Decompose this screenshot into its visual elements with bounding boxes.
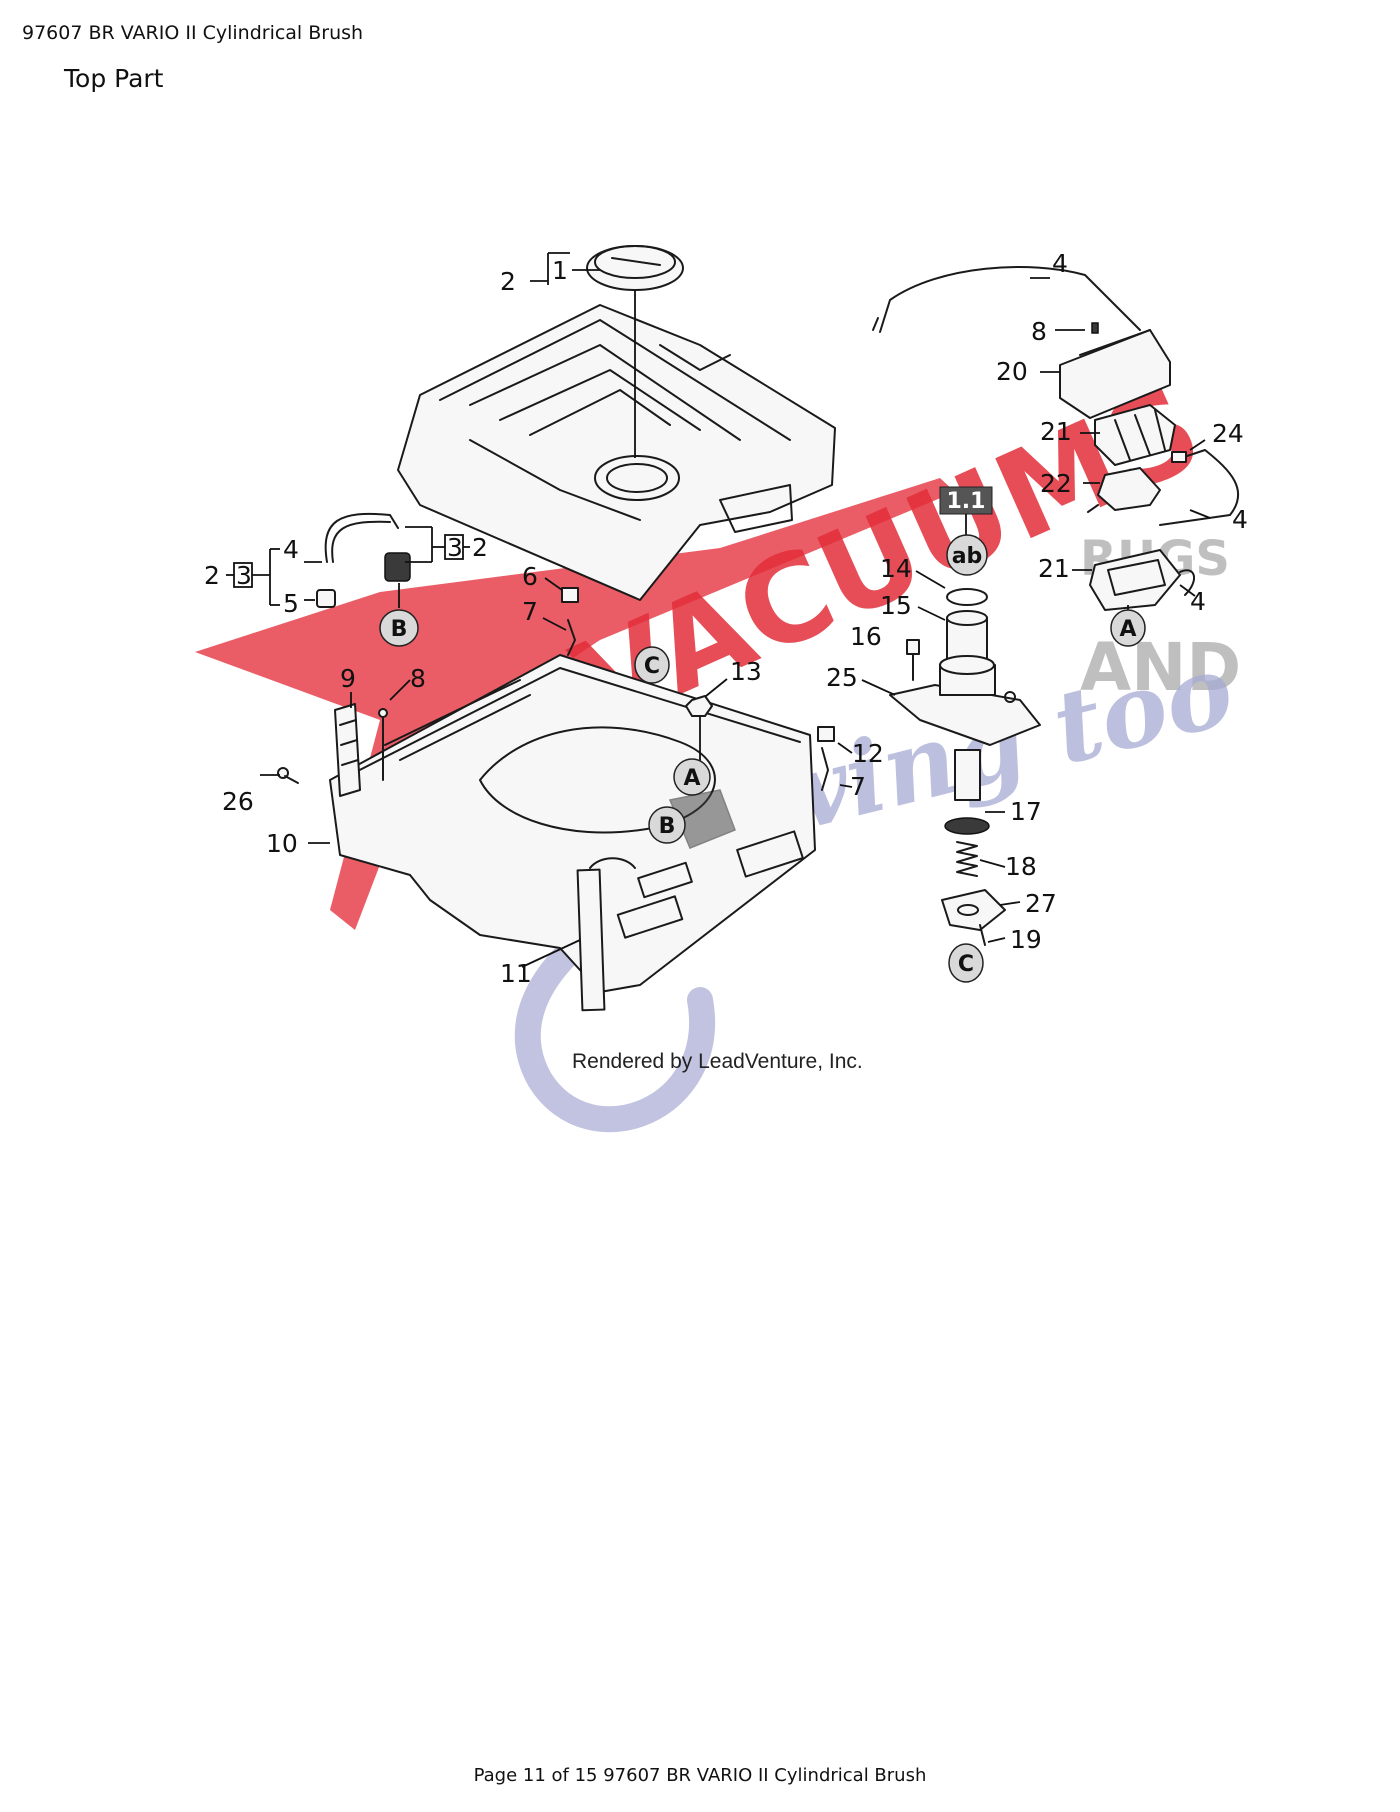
screw-part-19 xyxy=(979,924,986,946)
hose-part-24 xyxy=(1159,449,1240,526)
clip-part-12 xyxy=(817,726,835,791)
callout-21-bottom: 21 xyxy=(1038,554,1070,583)
callout-20: 20 xyxy=(996,357,1028,386)
plate-part-27 xyxy=(941,889,1006,931)
screw-part-16 xyxy=(906,639,920,681)
housing-part-10 xyxy=(329,654,816,993)
callout-15: 15 xyxy=(880,591,912,620)
callout-7-left: 7 xyxy=(522,597,538,626)
svg-text:C: C xyxy=(958,952,974,977)
callout-3-right: 3 xyxy=(447,533,463,562)
callout-18: 18 xyxy=(1005,852,1037,881)
callout-17: 17 xyxy=(1010,797,1042,826)
hose-part-4-top xyxy=(872,266,1141,333)
callout-1: 1 xyxy=(552,256,568,285)
callout-14: 14 xyxy=(880,554,912,583)
marker-a-right: A xyxy=(1110,605,1146,647)
shaft-part-17 xyxy=(944,749,990,835)
marker-c-bottom: C xyxy=(948,943,984,983)
control-box-part-20 xyxy=(1059,322,1171,419)
callout-4-lower-right: 4 xyxy=(1190,587,1206,616)
callout-4-left: 4 xyxy=(283,535,299,564)
o-ring-part-14 xyxy=(946,588,988,606)
leader-lines xyxy=(226,252,1211,968)
marker-b-left: B xyxy=(379,609,419,647)
callout-21-top: 21 xyxy=(1040,417,1072,446)
hose-assembly-left xyxy=(316,512,411,608)
callout-11: 11 xyxy=(500,959,532,988)
callout-22: 22 xyxy=(1040,469,1072,498)
callout-8-top: 8 xyxy=(1031,317,1047,346)
svg-text:B: B xyxy=(659,814,676,839)
svg-text:A: A xyxy=(1119,617,1136,642)
callout-2-top: 2 xyxy=(500,267,516,296)
callout-26: 26 xyxy=(222,787,254,816)
svg-text:B: B xyxy=(391,617,408,642)
bracket-part-25 xyxy=(889,655,1041,746)
cap-part-1 xyxy=(586,245,684,458)
callout-4-right: 4 xyxy=(1232,505,1248,534)
document-title: 97607 BR VARIO II Cylindrical Brush xyxy=(22,22,364,44)
section-title: Top Part xyxy=(64,64,164,93)
watermark-brand-and: AND xyxy=(1080,629,1241,706)
callout-2-left: 2 xyxy=(204,561,220,590)
ref-box-1-1: 1.1 xyxy=(939,486,993,535)
callout-6: 6 xyxy=(522,562,538,591)
spring-part-18 xyxy=(956,841,978,877)
clip-part-6 xyxy=(561,587,579,656)
callout-19: 19 xyxy=(1010,925,1042,954)
callout-9: 9 xyxy=(340,664,356,693)
ref-circle-ab: ab xyxy=(946,534,988,576)
render-credit: Rendered by LeadVenture, Inc. xyxy=(572,1050,863,1073)
callout-5: 5 xyxy=(283,589,299,618)
side-rail-part-11 xyxy=(576,868,606,1012)
relay-part-21-top xyxy=(1094,404,1176,466)
callout-2-right: 2 xyxy=(472,533,488,562)
screw-part-26 xyxy=(277,767,299,784)
callout-3-left: 3 xyxy=(236,561,252,590)
filter-strip-part-9 xyxy=(334,703,361,797)
callout-labels: 2 1 4 8 20 21 24 22 4 21 4 14 15 16 25 1… xyxy=(204,249,1248,988)
sleeve-part-15 xyxy=(946,610,988,661)
marker-a-center: A xyxy=(673,758,711,796)
callout-10: 10 xyxy=(266,829,298,858)
page-footer: Page 11 of 15 97607 BR VARIO II Cylindri… xyxy=(473,1765,927,1786)
callout-7-right: 7 xyxy=(850,772,866,801)
callout-25: 25 xyxy=(826,663,858,692)
callout-16: 16 xyxy=(850,622,882,651)
callout-13: 13 xyxy=(730,657,762,686)
callout-27: 27 xyxy=(1025,889,1057,918)
top-cover-part-2 xyxy=(397,304,836,601)
ref-circle-ab-label: ab xyxy=(952,544,983,569)
callout-12: 12 xyxy=(852,739,884,768)
marker-c-center: C xyxy=(634,646,670,684)
callout-4-top: 4 xyxy=(1052,249,1068,278)
screw-part-8-left xyxy=(378,708,388,781)
svg-text:A: A xyxy=(683,766,700,791)
svg-text:C: C xyxy=(644,654,660,679)
callout-8-left: 8 xyxy=(410,664,426,693)
callout-24: 24 xyxy=(1212,419,1244,448)
marker-b-center: B xyxy=(648,806,686,844)
ref-box-label: 1.1 xyxy=(947,489,986,514)
coil-part-22 xyxy=(1087,467,1161,513)
